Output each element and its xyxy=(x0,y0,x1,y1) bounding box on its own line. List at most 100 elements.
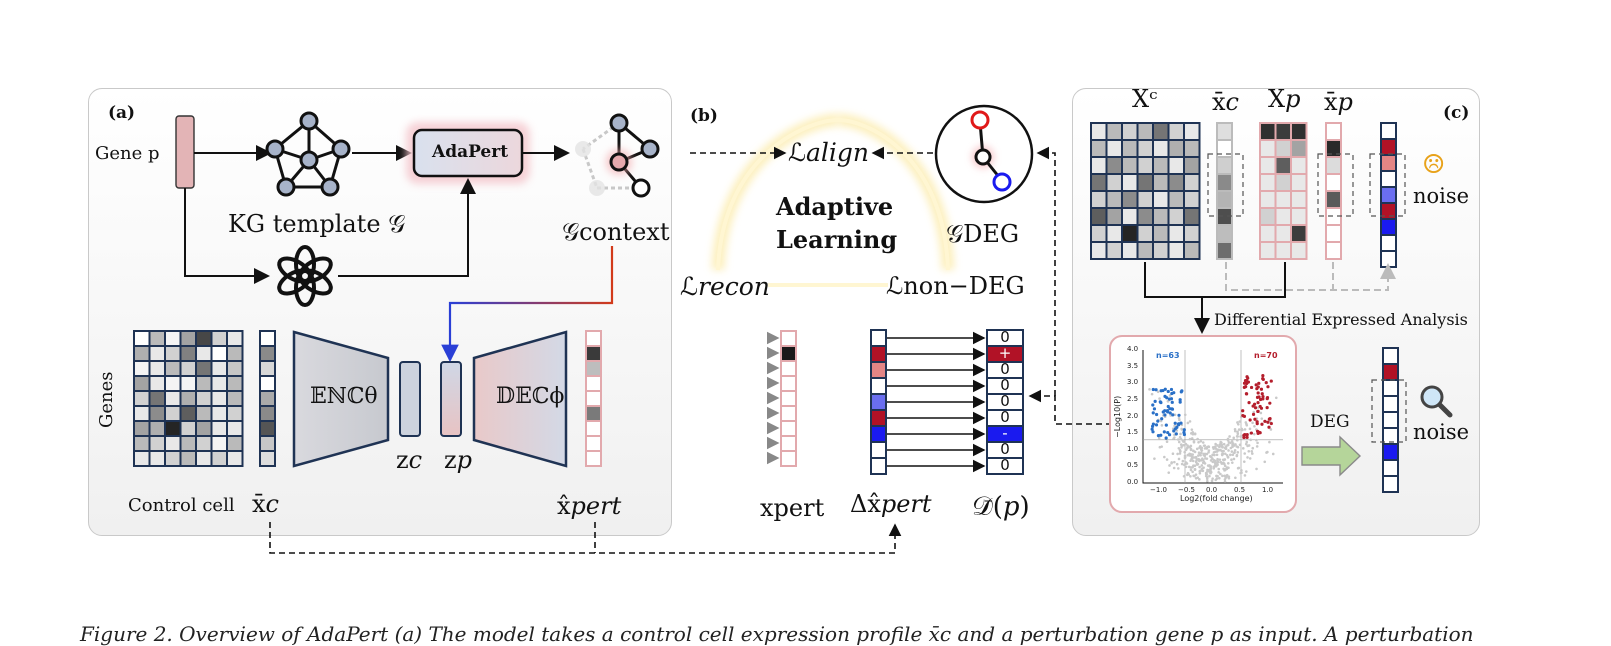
volcano-point xyxy=(1166,400,1170,403)
volcano-point-up xyxy=(1242,435,1246,440)
volcano-point xyxy=(1259,411,1263,415)
volcano-point xyxy=(1225,454,1229,457)
d-value: 0 xyxy=(1000,376,1010,394)
volcano-point xyxy=(1207,449,1211,452)
x-tick: 0.0 xyxy=(1206,486,1218,494)
volcano-point xyxy=(1191,465,1194,469)
volcano-point xyxy=(1177,416,1181,420)
matrix-cell xyxy=(1090,173,1108,192)
volcano-point xyxy=(1153,457,1156,460)
volcano-point xyxy=(1180,428,1184,431)
d-bar-column xyxy=(986,329,1024,475)
volcano-point-down xyxy=(1160,417,1164,421)
matrix-cell xyxy=(210,375,228,392)
matrix-cell xyxy=(195,450,213,467)
vector-cell xyxy=(585,450,602,467)
volcano-point xyxy=(1234,443,1237,446)
vector-cell xyxy=(259,420,276,437)
vector-cell xyxy=(1380,122,1397,140)
volcano-point xyxy=(1179,443,1183,446)
matrix-cell xyxy=(164,330,182,347)
matrix-cell xyxy=(1274,241,1292,260)
volcano-point xyxy=(1170,461,1173,465)
dashed-box-xc xyxy=(1207,153,1244,217)
volcano-point-down xyxy=(1159,433,1163,437)
volcano-point xyxy=(1217,467,1221,471)
matrix-cell xyxy=(210,330,228,347)
volcano-point-up xyxy=(1255,387,1259,391)
vector-cell xyxy=(1380,138,1397,156)
vector-cell xyxy=(1216,241,1233,260)
volcano-point-up xyxy=(1265,395,1270,400)
matrix-cell xyxy=(1136,190,1154,209)
volcano-point xyxy=(1182,440,1185,443)
y-tick: 0.5 xyxy=(1127,461,1139,470)
volcano-point-up xyxy=(1244,385,1248,389)
matrix-cell xyxy=(1183,173,1201,192)
matrix-cell xyxy=(148,345,166,362)
volcano-point-down xyxy=(1163,394,1167,398)
x-tick: −1.0 xyxy=(1150,486,1167,494)
volcano-point xyxy=(1177,446,1181,450)
volcano-point xyxy=(1208,474,1211,478)
vector-cell xyxy=(585,330,602,347)
volcano-axes xyxy=(1142,350,1283,484)
matrix-cell xyxy=(1090,241,1108,260)
volcano-point xyxy=(1191,459,1195,463)
matrix-cell xyxy=(1183,224,1201,243)
volcano-point xyxy=(1243,474,1247,477)
volcano-point xyxy=(1232,436,1236,440)
volcano-point-up xyxy=(1263,419,1267,423)
volcano-point xyxy=(1251,452,1254,455)
vector-cell xyxy=(780,360,797,377)
volcano-point xyxy=(1150,392,1154,396)
matrix-cell xyxy=(164,360,182,377)
matrix-cell xyxy=(1090,122,1108,141)
volcano-point xyxy=(1178,435,1182,439)
volcano-point-down xyxy=(1166,404,1170,409)
volcano-point xyxy=(1171,452,1175,456)
volcano-point xyxy=(1208,465,1211,468)
volcano-point xyxy=(1219,441,1223,445)
d-value: 0 xyxy=(1000,328,1010,346)
matrix-cell xyxy=(226,345,244,362)
volcano-point xyxy=(1173,413,1177,417)
volcano-point-up xyxy=(1261,397,1265,401)
genes-axis-label: Genes xyxy=(96,371,117,428)
matrix-cell xyxy=(1167,190,1185,209)
noise-bottom-label: noise xyxy=(1413,420,1470,444)
volcano-point xyxy=(1177,457,1181,461)
matrix-cell xyxy=(1105,224,1123,243)
matrix-cell xyxy=(1274,139,1292,158)
volcano-point xyxy=(1241,447,1245,450)
vector-cell xyxy=(780,435,797,452)
vector-cell xyxy=(870,345,887,363)
volcano-point xyxy=(1243,452,1246,455)
volcano-point xyxy=(1183,413,1187,417)
volcano-n-right: n=70 xyxy=(1254,351,1278,360)
volcano-point xyxy=(1222,462,1225,465)
volcano-point xyxy=(1218,458,1222,461)
volcano-point xyxy=(1203,447,1207,450)
y-tick: 4.0 xyxy=(1127,345,1139,353)
matrix-cell xyxy=(210,405,228,422)
volcano-point xyxy=(1196,476,1199,479)
volcano-point xyxy=(1198,471,1202,475)
matrix-cell xyxy=(148,450,166,467)
volcano-point-down xyxy=(1154,388,1158,392)
volcano-point-up xyxy=(1261,394,1265,399)
volcano-point xyxy=(1265,451,1268,454)
vector-cell xyxy=(1380,154,1397,172)
volcano-point xyxy=(1201,469,1205,473)
volcano-point xyxy=(1236,445,1240,449)
volcano-point xyxy=(1189,475,1192,478)
vector-cell xyxy=(1216,173,1233,192)
matrix-cell xyxy=(1274,190,1292,209)
matrix-cell xyxy=(226,435,244,452)
volcano-point xyxy=(1230,440,1234,443)
dea-label: Differential Expressed Analysis xyxy=(1214,310,1468,329)
y-tick: 1.0 xyxy=(1127,444,1139,453)
volcano-point xyxy=(1191,432,1195,436)
volcano-point xyxy=(1168,394,1172,397)
